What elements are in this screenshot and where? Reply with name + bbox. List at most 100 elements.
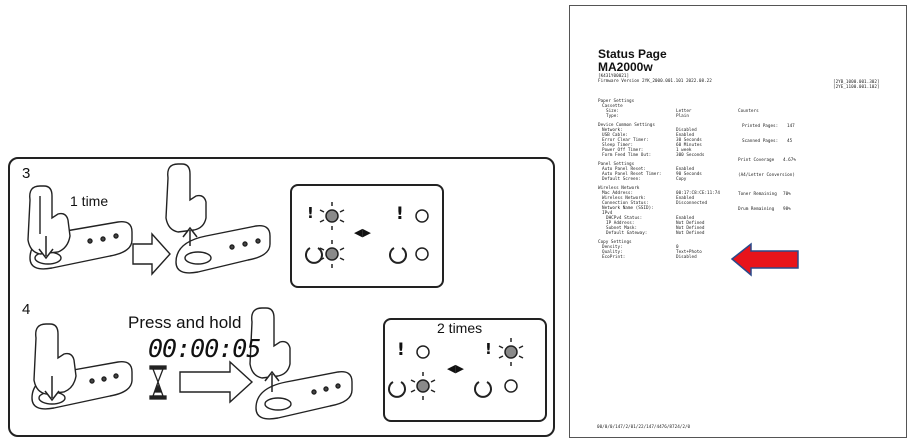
setting-key: Connection Status: <box>602 201 649 206</box>
counters-heading: Counters <box>738 109 759 114</box>
section-heading: Copy Settings <box>598 240 632 245</box>
setting-row: DHCPv4 Status: Enabled <box>598 216 738 221</box>
setting-value: Plain <box>676 114 689 119</box>
setting-key: Auto Panel Reset Timer: <box>602 172 662 177</box>
setting-row: Connection Status: Disconnected <box>598 201 738 206</box>
setting-value: Enabled <box>676 196 695 201</box>
blink-arrows-step4-icon: ◀▶ <box>447 362 464 375</box>
setting-value: 00:17:C8:CE:11:74 <box>676 191 720 196</box>
setting-row: IPv4 <box>598 211 738 216</box>
setting-row: Subnet Mask:Not Defined <box>598 226 738 231</box>
setting-row: Density: 0 <box>598 245 738 250</box>
setting-value: Enabled <box>676 216 695 221</box>
setting-key: Cassette <box>602 104 623 109</box>
setting-value: 300 Seconds <box>676 153 705 158</box>
setting-value: Not Defined <box>676 226 705 231</box>
setting-key: Default Gateway: <box>606 231 648 236</box>
hourglass-icon <box>149 365 167 400</box>
setting-value: 0 <box>676 245 679 250</box>
red-pointer-arrow-icon <box>730 242 799 277</box>
setting-row: Auto Panel Reset Timer:90 Seconds <box>598 172 738 177</box>
firmware-code-2: [2YE_1100.001.102] <box>833 85 880 90</box>
setting-row: Network: Disabled <box>598 128 738 133</box>
power-icon <box>305 247 323 264</box>
status-footer-code: 00/0/0/147/2/01/22/147/4476/8724/2/0 <box>597 425 691 430</box>
error-icon-off: ! <box>396 204 404 224</box>
setting-row: Wireless Network:Enabled <box>598 196 738 201</box>
step-4-number: 4 <box>22 301 31 318</box>
hand-icon <box>27 185 71 255</box>
hold-down-arrow-icon <box>44 376 60 402</box>
section-heading: Paper Settings <box>598 99 635 104</box>
setting-value: Not Defined <box>676 221 705 226</box>
setting-key: IP Address: <box>606 221 635 226</box>
error-led-lit <box>325 209 339 223</box>
hand-release-step4-icon <box>249 307 291 379</box>
setting-key: Density: <box>602 245 623 250</box>
setting-value: Letter <box>676 109 692 114</box>
setting-key: Quality: <box>602 250 623 255</box>
led-box-step3 <box>290 184 444 288</box>
firmware-code-1: [2YB_1000.001.302] <box>833 80 880 85</box>
setting-key: Sleep Timer: <box>602 143 634 148</box>
section-heading: Panel Settings <box>598 162 635 167</box>
setting-key: DHCPv4 Status: <box>606 216 643 221</box>
status-page-title: Status Page <box>598 47 667 61</box>
printer-panel-step3-b <box>175 225 271 274</box>
setting-value: Text+Photo <box>676 250 702 255</box>
setting-value: Disabled <box>676 128 697 133</box>
setting-value: 60 Minutes <box>676 143 702 148</box>
setting-key: EcoPrint: <box>602 255 626 260</box>
step-4-press-label: Press and hold <box>128 313 242 332</box>
release-step4-up-arrow-icon <box>264 370 280 392</box>
setting-key: Auto Panel Reset: <box>602 167 646 172</box>
error-icon: ! <box>307 204 314 222</box>
section-heading: Wireless Network <box>598 186 640 191</box>
setting-key: Size: <box>606 109 619 114</box>
setting-row: Quality: Text+Photo <box>598 250 738 255</box>
blink-arrows-icon: ◀▶ <box>354 226 371 239</box>
setting-key: Error Clear Timer: <box>602 138 649 143</box>
printer-panel-step4-b <box>255 371 353 420</box>
setting-value: Enabled <box>676 133 695 138</box>
step-4-timer: 00:00:05 <box>148 334 261 363</box>
setting-row: Default Gateway:Not Defined <box>598 231 738 236</box>
led-box-step4 <box>383 318 547 422</box>
setting-row: Error Clear Timer: 30 Seconds <box>598 138 738 143</box>
status-page-model: MA2000w <box>598 60 653 74</box>
setting-row: Default Screen:Copy <box>598 177 738 182</box>
hand-hold-icon <box>33 323 77 395</box>
setting-key: Mac Address: <box>602 191 634 196</box>
setting-key: Network: <box>602 128 623 133</box>
setting-row: Auto Panel Reset:Enabled <box>598 167 738 172</box>
power-led-lit-step4 <box>416 379 430 393</box>
setting-row: EcoPrint:Disabled <box>598 255 738 260</box>
error-icon-step4: ! <box>397 340 405 360</box>
setting-value: Copy <box>676 177 687 182</box>
setting-row: Type: Plain <box>598 114 738 119</box>
setting-row: Form Feed Time Out: 300 Seconds <box>598 153 738 158</box>
setting-value: Disconnected <box>676 201 708 206</box>
setting-key: USB Cable: <box>602 133 628 138</box>
led-indicator-step4 <box>388 338 524 400</box>
coverage-sub: (A4/Letter Conversion) <box>738 173 795 178</box>
setting-key: IPv4 <box>602 211 613 216</box>
setting-key: Form Feed Time Out: <box>602 153 652 158</box>
setting-value: 30 Seconds <box>676 138 702 143</box>
power-led-lit <box>325 247 339 261</box>
setting-row: Mac Address: 00:17:C8:CE:11:74 <box>598 191 738 196</box>
step-3-press-label: 1 time <box>70 193 109 209</box>
step-4-count-label: 2 times <box>437 320 483 336</box>
step-3-number: 3 <box>22 165 31 182</box>
press-down-arrow-icon <box>38 236 54 260</box>
hand-release-icon <box>165 163 207 233</box>
setting-value: 1 week <box>676 148 692 153</box>
led-indicator-step3 <box>305 202 429 268</box>
setting-row: IP Address: Not Defined <box>598 221 738 226</box>
power-icon-step4-off <box>474 381 492 398</box>
error-led-lit-step4 <box>504 345 518 359</box>
setting-key: Type: <box>606 114 619 119</box>
